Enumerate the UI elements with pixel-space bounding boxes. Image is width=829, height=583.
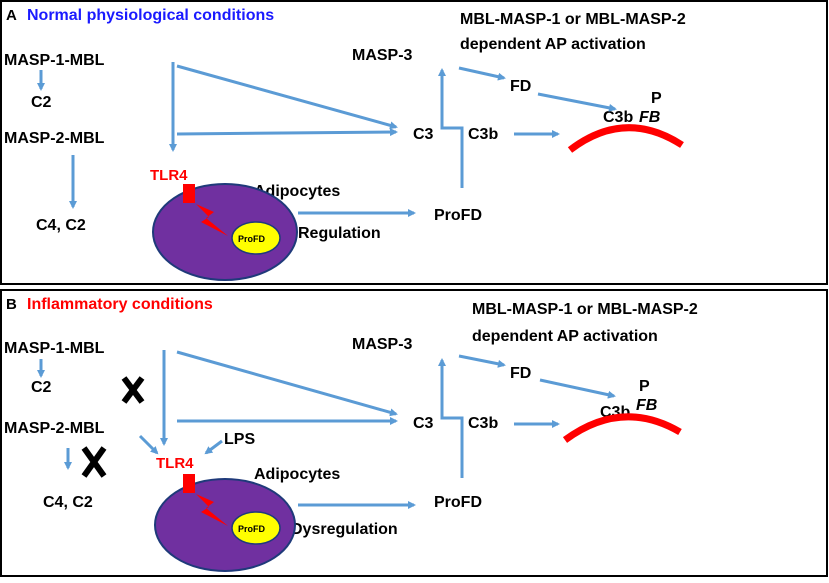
panel-b-letter: B xyxy=(6,296,17,313)
arrow-fd-complex xyxy=(537,92,617,112)
c3-label-b: C3 xyxy=(413,415,434,432)
panel-a-title: Normal physiological conditions xyxy=(27,7,274,24)
panel-a-letter: A xyxy=(6,7,17,24)
membrane-arc xyxy=(567,124,684,153)
complex-fb: FB xyxy=(639,109,660,126)
c2-label: C2 xyxy=(31,94,52,111)
block-x-icon xyxy=(81,446,107,478)
tlr4-receptor-b xyxy=(183,474,195,493)
profd-label-b: ProFD xyxy=(434,494,482,511)
panel-a-border xyxy=(0,0,828,285)
arrow-masp2-tlr4 xyxy=(138,434,159,455)
panel-b: B Inflammatory conditions MASP-1-MBL C2 … xyxy=(0,289,828,577)
panel-a: A Normal physiological conditions MASP-1… xyxy=(0,0,828,285)
adipocyte-nucleus-b xyxy=(231,511,281,545)
c3b-label-b: C3b xyxy=(468,415,498,432)
c2-label-b: C2 xyxy=(31,379,52,396)
arrow-fd-complex-b xyxy=(539,378,616,399)
adipocyte-cell-b xyxy=(154,478,296,572)
panel-b-title: Inflammatory conditions xyxy=(27,296,213,313)
lightning-bolt-icon xyxy=(196,204,228,236)
adipocytes-label: Adipocytes xyxy=(254,183,340,200)
profd-label: ProFD xyxy=(434,207,482,224)
ap-activation-line2: dependent AP activation xyxy=(460,36,646,53)
c4-c2-label: C4, C2 xyxy=(36,217,86,234)
complex-p: P xyxy=(651,90,662,107)
c3b-label: C3b xyxy=(468,126,498,143)
ap-activation-line2-b: dependent AP activation xyxy=(472,328,658,345)
complex-c3b: C3b xyxy=(603,109,633,126)
membrane-arc-b xyxy=(562,413,682,443)
masp1-mbl-label-b: MASP-1-MBL xyxy=(4,340,105,357)
dysregulation-label: Dysregulation xyxy=(291,521,398,538)
profd-in-cell-label: ProFD xyxy=(238,234,266,244)
complex-p-b: P xyxy=(639,378,650,395)
arrow-masp3-fd xyxy=(458,66,506,81)
regulation-label: Regulation xyxy=(298,225,381,242)
lightning-bolt-icon xyxy=(196,494,228,526)
arrow-masp2-c3 xyxy=(176,128,398,137)
arrow-masp1-c3-b xyxy=(176,350,398,417)
lps-label: LPS xyxy=(224,431,255,448)
tlr4-label: TLR4 xyxy=(150,167,188,184)
arrow-lps-tlr4 xyxy=(204,439,223,455)
ap-activation-line1: MBL-MASP-1 or MBL-MASP-2 xyxy=(460,11,686,28)
panel-b-border xyxy=(0,289,828,577)
fd-label-b: FD xyxy=(510,365,531,382)
panel-a-arrows xyxy=(37,62,617,217)
masp2-mbl-label: MASP-2-MBL xyxy=(4,130,105,147)
panel-b-arrows xyxy=(37,350,616,509)
fd-label: FD xyxy=(510,78,531,95)
tlr4-receptor xyxy=(183,184,195,203)
adipocyte-nucleus xyxy=(231,221,281,255)
complex-fb-b: FB xyxy=(636,397,657,414)
masp2-mbl-label-b: MASP-2-MBL xyxy=(4,420,105,437)
c4-c2-label-b: C4, C2 xyxy=(43,494,93,511)
arrow-profd-masp3 xyxy=(438,68,464,188)
adipocytes-label-b: Adipocytes xyxy=(254,466,340,483)
tlr4-label-b: TLR4 xyxy=(156,455,194,472)
ap-activation-line1-b: MBL-MASP-1 or MBL-MASP-2 xyxy=(472,301,698,318)
masp3-label: MASP-3 xyxy=(352,47,413,64)
arrow-masp3-fd-b xyxy=(458,354,506,368)
arrow-profd-masp3-b xyxy=(438,358,464,478)
block-x-icon xyxy=(121,376,145,404)
masp3-label-b: MASP-3 xyxy=(352,336,413,353)
arrow-masp1-c3 xyxy=(176,64,398,130)
profd-in-cell-label-b: ProFD xyxy=(238,524,266,534)
masp1-mbl-label: MASP-1-MBL xyxy=(4,52,105,69)
c3-label: C3 xyxy=(413,126,434,143)
adipocyte-cell xyxy=(152,183,298,281)
